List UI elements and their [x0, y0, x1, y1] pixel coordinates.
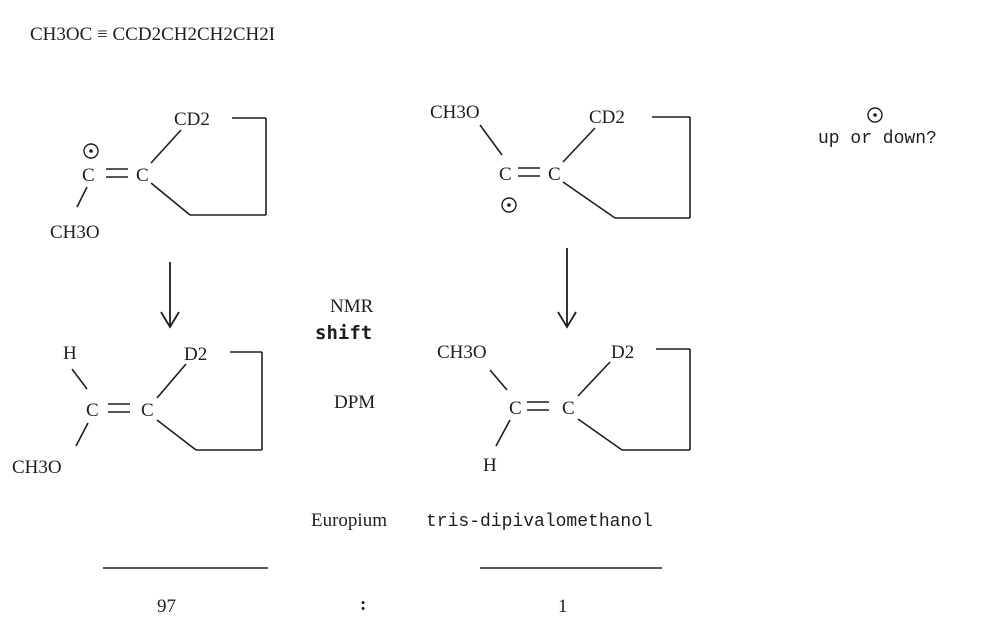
radical-dot-icon	[501, 197, 517, 213]
ring-label-left: CD2	[174, 109, 210, 130]
ring-carbon-left: C	[136, 165, 149, 186]
radical-dot-icon	[83, 143, 99, 159]
ring-line	[156, 419, 197, 451]
dpm-label: DPM	[334, 392, 375, 413]
up-or-down-question: up or down?	[818, 129, 937, 149]
ratio-left-value: 97	[157, 596, 176, 617]
nmr-label: NMR	[330, 296, 374, 317]
reaction-arrow-left	[160, 262, 180, 329]
product-right-ring-carbon: C	[562, 398, 575, 419]
product-left-bottom-substituent: CH3O	[12, 457, 62, 478]
product-structure-right: CH3O C C D2 H	[437, 342, 691, 476]
reaction-arrow-right	[557, 248, 577, 329]
top-formula: CH3OC ≡ CCD2CH2CH2CH2I	[30, 24, 275, 45]
product-left-ring-label: D2	[184, 344, 207, 365]
bond-line	[562, 127, 596, 163]
reagent-name: tris-dipivalomethanol	[426, 512, 653, 532]
bond-line	[75, 422, 89, 447]
radical-structure-left: C C CD2 CH3O	[50, 109, 267, 243]
bond-line	[71, 368, 88, 390]
substituent-left: CH3O	[50, 222, 100, 243]
radical-carbon-right: C	[499, 164, 512, 185]
substituent-right: CH3O	[430, 102, 480, 123]
radical-legend-icon	[867, 107, 883, 123]
product-left-carbon: C	[86, 400, 99, 421]
product-left-top-substituent: H	[63, 343, 77, 364]
product-right-top-substituent: CH3O	[437, 342, 487, 363]
product-right-ring-label: D2	[611, 342, 634, 363]
ring-carbon-right: C	[548, 164, 561, 185]
product-left-ring-carbon: C	[141, 400, 154, 421]
bond-line	[495, 419, 511, 447]
product-structure-left: H C C D2 CH3O	[12, 343, 263, 478]
bond-line	[150, 129, 182, 164]
ring-line	[577, 418, 623, 451]
ring-line	[150, 182, 191, 216]
bond-line	[76, 186, 88, 208]
reagent-europium: Europium	[311, 510, 387, 531]
ratio-separator: :	[360, 594, 366, 615]
radical-carbon-left: C	[82, 165, 95, 186]
product-right-bottom-substituent: H	[483, 455, 497, 476]
product-right-carbon: C	[509, 398, 522, 419]
shift-label: shift	[315, 322, 372, 344]
bond-line	[156, 363, 187, 399]
bond-line	[577, 361, 611, 397]
ring-label-right: CD2	[589, 107, 625, 128]
ratio-right-value: 1	[558, 596, 568, 617]
bond-line	[489, 369, 508, 391]
bond-line	[479, 124, 503, 156]
ring-line	[562, 181, 616, 219]
radical-structure-right: CH3O C C CD2	[430, 102, 691, 219]
